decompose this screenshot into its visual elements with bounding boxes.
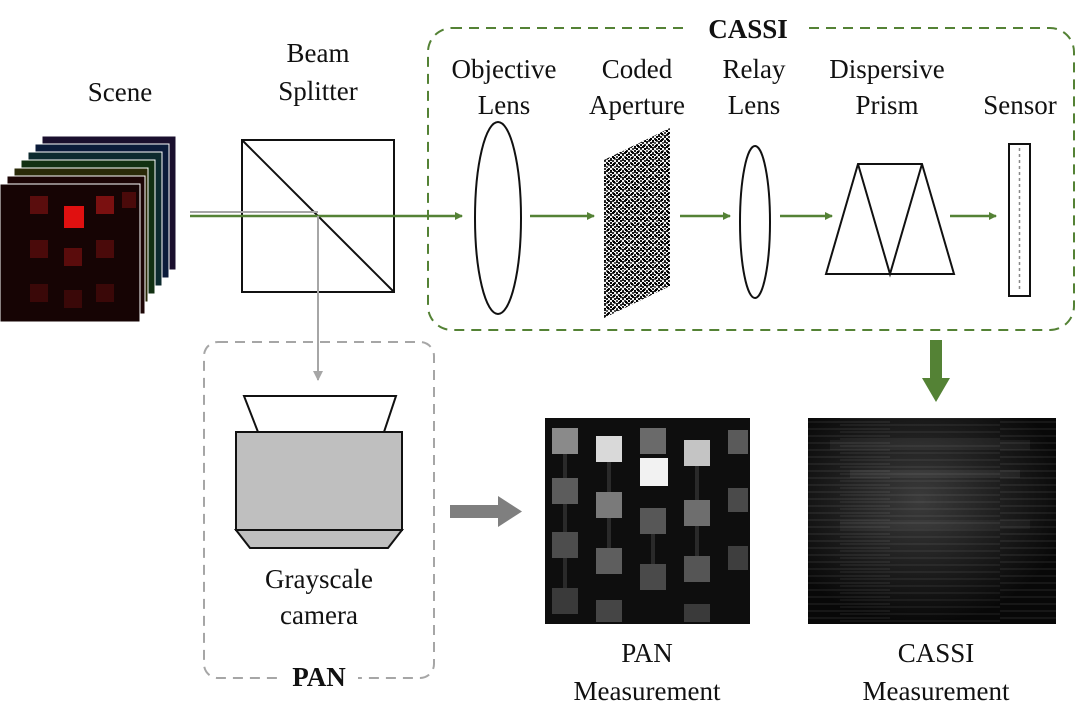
camera-lens-trapezoid <box>242 395 398 433</box>
coded-aperture-label-line2: Aperture <box>589 90 685 120</box>
scene-hyperspectral-stack <box>0 135 177 323</box>
grayscale-camera-label-line2: camera <box>280 600 358 630</box>
pan-measurement-label-line2: Measurement <box>574 676 721 706</box>
relay-lens-label-line2: Lens <box>728 90 780 120</box>
pan-title: PAN <box>292 662 346 692</box>
relay-lens <box>739 145 771 299</box>
grayscale-camera-label-line1: Grayscale <box>265 564 373 594</box>
dispersive-prism-label-line2: Prism <box>855 90 918 120</box>
camera-base <box>233 529 405 549</box>
pan-measurement-label-line1: PAN <box>621 638 673 668</box>
coded-aperture <box>604 128 670 318</box>
grayscale-camera <box>233 395 405 549</box>
cassi-title-backdrop <box>690 10 806 46</box>
objective-lens-label-line1: Objective <box>452 54 557 84</box>
scene-label: Scene <box>88 77 152 107</box>
dispersive-prism-label-line1: Dispersive <box>829 54 944 84</box>
cassi-measurement-label-line1: CASSI <box>898 638 975 668</box>
pan-output-arrow <box>450 496 522 527</box>
cassi-measurement-label-line2: Measurement <box>863 676 1010 706</box>
optical-path-green <box>190 211 997 220</box>
cassi-title: CASSI <box>708 14 788 44</box>
coded-aperture-label-line1: Coded <box>602 54 673 84</box>
sensor-label: Sensor <box>983 90 1057 120</box>
dispersive-prism <box>824 163 956 278</box>
camera-body <box>235 431 403 531</box>
cassi-measurement-image <box>808 418 1056 624</box>
scene-cubes <box>30 192 136 308</box>
cassi-output-arrow <box>922 340 950 402</box>
relay-lens-label-line1: Relay <box>723 54 786 84</box>
beam-splitter-label-line1: Beam <box>287 38 350 68</box>
beam-splitter-label-line2: Splitter <box>278 76 358 106</box>
objective-lens <box>474 121 522 315</box>
pan-measurement-image <box>545 418 750 624</box>
objective-lens-label-line2: Lens <box>478 90 530 120</box>
sensor <box>1008 143 1031 297</box>
pan-title-backdrop <box>280 660 358 694</box>
